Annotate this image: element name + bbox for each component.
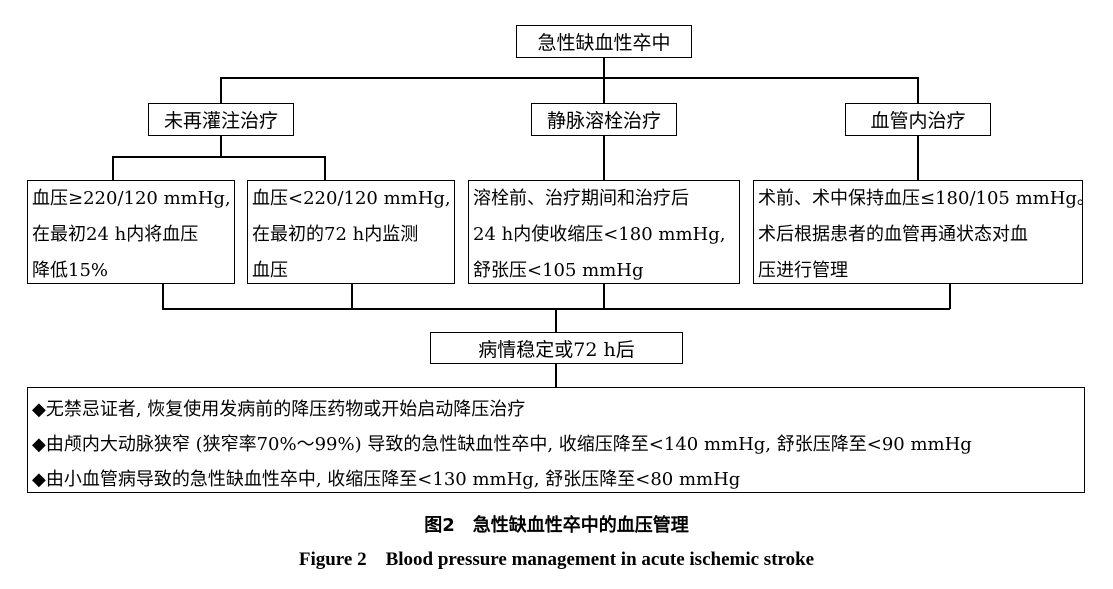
detail-line: 术前、术中保持血压≤180/105 mmHg。	[758, 188, 1095, 209]
connector-line	[220, 135, 222, 156]
detail-line: 压进行管理	[758, 260, 848, 281]
detail-low-bp: 血压<220/120 mmHg, 在最初的72 h内监测 血压	[247, 180, 455, 284]
detail-line: 24 h内使收缩压<180 mmHg,	[473, 224, 726, 245]
root-label: 急性缺血性卒中	[537, 32, 671, 54]
stable-node: 病情稳定或72 h后	[430, 332, 683, 364]
detail-endovascular: 术前、术中保持血压≤180/105 mmHg。 术后根据患者的血管再通状态对血 …	[753, 180, 1095, 284]
branch-thrombolysis: 静脉溶栓治疗	[531, 103, 677, 136]
branch-label: 血管内治疗	[870, 110, 966, 132]
note-item: ◆由颅内大动脉狭窄 (狭窄率70%～99%) 导致的急性缺血性卒中, 收缩压降至…	[32, 434, 972, 455]
connector-line	[112, 156, 114, 180]
branch-no-reperfusion: 未再灌注治疗	[148, 103, 294, 136]
connector-line	[949, 284, 951, 309]
detail-line: 在最初24 h内将血压	[32, 224, 199, 245]
stable-label: 病情稳定或72 h后	[478, 338, 635, 361]
detail-line: 在最初的72 h内监测	[252, 224, 419, 245]
connector-line	[324, 156, 326, 180]
branch-endovascular: 血管内治疗	[845, 103, 991, 136]
detail-line: 降低15%	[32, 260, 109, 281]
connector-line	[112, 156, 325, 158]
connector-line	[555, 308, 557, 332]
connector-line	[220, 77, 918, 79]
connector-line	[555, 363, 557, 387]
note-item: ◆无禁忌证者, 恢复使用发病前的降压药物或开始启动降压治疗	[32, 399, 526, 420]
connector-line	[603, 77, 605, 103]
caption-english: Figure 2 Blood pressure management in ac…	[298, 549, 815, 570]
branch-label: 静脉溶栓治疗	[546, 110, 661, 132]
connector-line	[917, 77, 919, 103]
detail-thrombolysis: 溶栓前、治疗期间和治疗后 24 h内使收缩压<180 mmHg, 舒张压<105…	[468, 180, 740, 284]
detail-line: 术后根据患者的血管再通状态对血	[758, 224, 1028, 245]
connector-line	[917, 135, 919, 180]
detail-high-bp: 血压≥220/120 mmHg, 在最初24 h内将血压 降低15%	[27, 180, 235, 284]
connector-line	[603, 284, 605, 309]
connector-line	[351, 284, 353, 309]
detail-line: 舒张压<105 mmHg	[473, 260, 644, 281]
note-item: ◆由小血管病导致的急性缺血性卒中, 收缩压降至<130 mmHg, 舒张压降至<…	[32, 469, 741, 490]
detail-line: 血压<220/120 mmHg,	[252, 188, 451, 209]
connector-line	[603, 135, 605, 180]
detail-line: 溶栓前、治疗期间和治疗后	[473, 188, 689, 209]
connector-line	[220, 77, 222, 103]
detail-line: 血压≥220/120 mmHg,	[32, 188, 231, 209]
caption-chinese: 图2 急性缺血性卒中的血压管理	[424, 515, 689, 536]
detail-line: 血压	[252, 260, 288, 281]
connector-line	[162, 284, 164, 309]
root-node: 急性缺血性卒中	[516, 25, 692, 58]
branch-label: 未再灌注治疗	[163, 110, 278, 132]
notes-box: ◆无禁忌证者, 恢复使用发病前的降压药物或开始启动降压治疗 ◆由颅内大动脉狭窄 …	[27, 387, 1085, 493]
connector-line	[603, 57, 605, 77]
